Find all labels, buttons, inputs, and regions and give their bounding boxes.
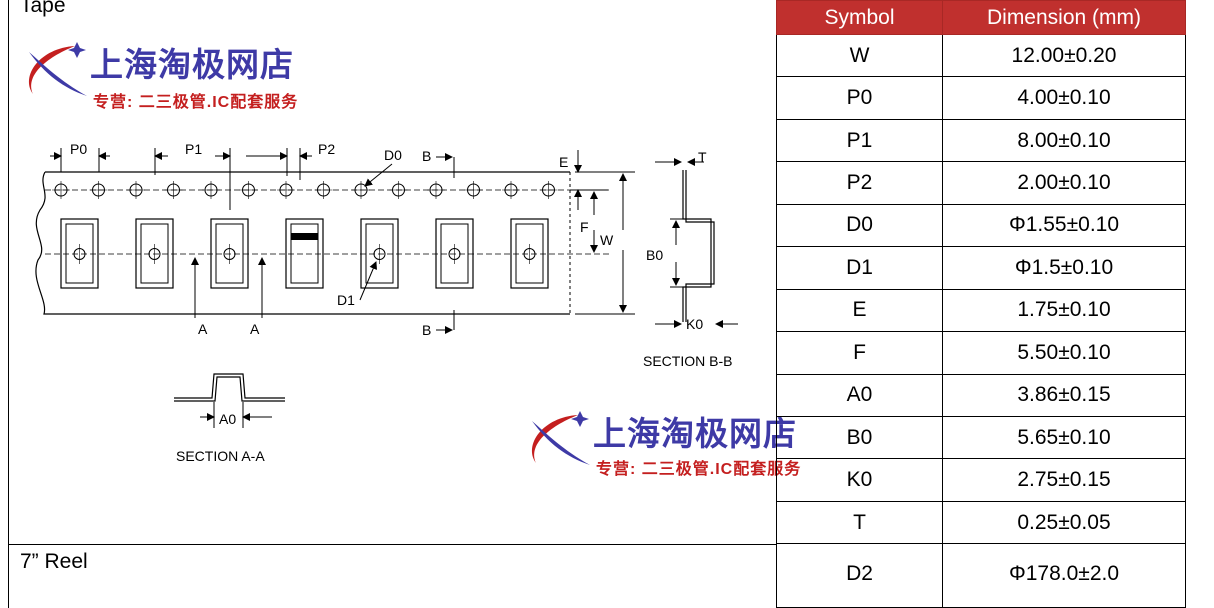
symbol-cell: P0 bbox=[776, 76, 943, 120]
component-pocket bbox=[135, 218, 174, 289]
label-e: E bbox=[559, 154, 568, 170]
dimension-cell: Φ1.5±0.10 bbox=[942, 246, 1186, 290]
watermark-tagline: 专营: 二三极管.IC配套服务 bbox=[596, 461, 802, 478]
symbol-cell: K0 bbox=[776, 458, 943, 502]
label-p2: P2 bbox=[318, 141, 335, 157]
section-aa-drawing: A0 SECTION A-A bbox=[174, 373, 285, 464]
symbol-cell: D0 bbox=[776, 203, 943, 248]
symbol-cell: A0 bbox=[776, 373, 943, 417]
label-p0: P0 bbox=[70, 141, 87, 157]
label-b-bottom: B bbox=[422, 322, 431, 338]
label-w: W bbox=[600, 232, 614, 248]
component-pocket bbox=[285, 218, 324, 289]
header-symbol: Symbol bbox=[776, 0, 943, 35]
label-f: F bbox=[580, 219, 589, 235]
label-d0: D0 bbox=[384, 147, 402, 163]
symbol-cell: W bbox=[776, 33, 943, 78]
section-bb-drawing: B0 T K0 SECTION B-B bbox=[643, 149, 738, 369]
dimension-cell: 0.25±0.05 bbox=[942, 500, 1186, 545]
symbol-cell: D2 bbox=[776, 543, 943, 608]
section-aa-caption: SECTION A-A bbox=[176, 448, 265, 464]
watermark-shop-name: 上海淘极网店 bbox=[90, 46, 294, 83]
frame-left-border bbox=[8, 0, 9, 608]
dimension-cell: 3.86±0.15 bbox=[942, 373, 1186, 417]
symbol-cell: P1 bbox=[776, 118, 943, 163]
label-a-right: A bbox=[250, 321, 260, 337]
component-pocket bbox=[360, 218, 399, 289]
tape-drawing: P0 P1 P2 D0 B B D1 A A E F W B0 bbox=[35, 141, 738, 464]
header-dimension: Dimension (mm) bbox=[942, 0, 1186, 35]
label-p1: P1 bbox=[185, 141, 202, 157]
symbol-cell: E bbox=[776, 288, 943, 333]
section-bb-caption: SECTION B-B bbox=[643, 353, 732, 369]
component-pocket bbox=[510, 218, 549, 289]
tape-outline bbox=[35, 171, 570, 315]
label-b0: B0 bbox=[646, 247, 663, 263]
label-k0: K0 bbox=[686, 316, 703, 332]
dimension-cell: 2.75±0.15 bbox=[942, 458, 1186, 502]
label-t: T bbox=[698, 149, 707, 165]
label-a0: A0 bbox=[219, 411, 236, 427]
shop-logo-icon bbox=[532, 411, 590, 465]
label-a-left: A bbox=[198, 321, 208, 337]
dimension-cell: 1.75±0.10 bbox=[942, 288, 1186, 333]
dimension-cell: Φ178.0±2.0 bbox=[942, 543, 1186, 608]
dimension-cell: 2.00±0.10 bbox=[942, 161, 1186, 205]
dimension-cell: 5.50±0.10 bbox=[942, 331, 1186, 375]
dimension-cell: 8.00±0.10 bbox=[942, 118, 1186, 163]
symbol-cell: P2 bbox=[776, 161, 943, 205]
symbol-cell: T bbox=[776, 500, 943, 545]
watermark-shop-name: 上海淘极网店 bbox=[593, 415, 797, 452]
watermark-tagline: 专营: 二三极管.IC配套服务 bbox=[93, 94, 299, 111]
symbol-cell: F bbox=[776, 331, 943, 375]
dimension-cell: 12.00±0.20 bbox=[942, 33, 1186, 78]
label-b-top: B bbox=[422, 148, 431, 164]
dimension-cell: 4.00±0.10 bbox=[942, 76, 1186, 120]
symbol-cell: D1 bbox=[776, 246, 943, 290]
label-d1: D1 bbox=[337, 292, 355, 308]
tape-section-title: Tape bbox=[20, 0, 66, 17]
component-pocket bbox=[210, 218, 249, 289]
component-pocket bbox=[60, 218, 99, 289]
dimension-cell: 5.65±0.10 bbox=[942, 415, 1186, 460]
dimension-cell: Φ1.55±0.10 bbox=[942, 203, 1186, 248]
component-pocket bbox=[435, 218, 474, 289]
frame-section-divider bbox=[8, 544, 776, 545]
shop-logo-icon bbox=[29, 42, 87, 96]
symbol-cell: B0 bbox=[776, 415, 943, 460]
reel-section-title: 7” Reel bbox=[20, 550, 88, 573]
